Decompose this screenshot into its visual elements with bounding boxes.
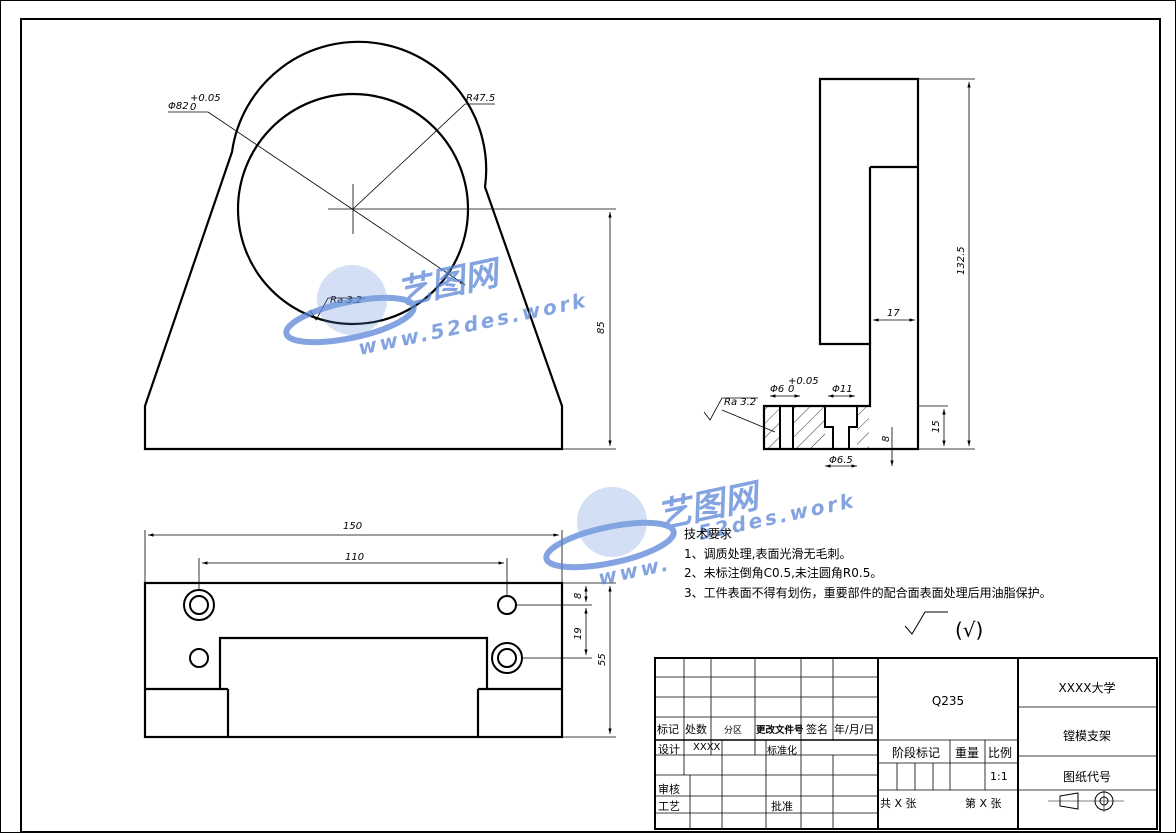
side-wall-label: 17 <box>887 308 900 319</box>
top-width-label: 150 <box>343 521 362 532</box>
watermark-2-logo-swoosh <box>543 519 677 571</box>
tb-scale-value: 1:1 <box>990 770 1008 783</box>
sheet-inner-border <box>20 18 1161 833</box>
side-hole-tol-upper: +0.05 <box>788 376 819 387</box>
front-dia-tol-upper: +0.05 <box>190 93 221 104</box>
front-view <box>143 40 616 451</box>
tech-item-1: 1、调质处理,表面光滑无毛刺。 <box>684 546 852 561</box>
tb-change-doc: 更改文件号 <box>756 725 804 736</box>
side-base-height-label: 15 <box>931 420 942 433</box>
tb-weight: 重量 <box>955 746 980 760</box>
tb-material: Q235 <box>931 694 965 708</box>
hole-bottom-right-outer <box>491 642 523 674</box>
tb-drawing-no: 图纸代号 <box>1062 770 1112 784</box>
tb-mark: 标记 <box>657 723 679 736</box>
projection-symbol <box>1059 792 1079 810</box>
tech-roughness-label: (√) <box>955 618 983 642</box>
tb-approve: 批准 <box>771 800 793 813</box>
tech-item-2: 2、未标注倒角C0.5,未注圆角R0.5。 <box>684 566 883 580</box>
side-roughness-label: Ra 3.2 <box>724 397 756 408</box>
watermark-brand: 艺图网 <box>394 252 507 313</box>
tb-standardize: 标准化 <box>767 746 797 757</box>
side-roughness-symbol <box>703 397 758 421</box>
tb-sheet-no: 第 X 张 <box>965 797 1002 810</box>
top-view <box>143 530 616 739</box>
tb-total-sheets: 共 X 张 <box>880 797 917 810</box>
tb-sign: 签名 <box>806 723 828 736</box>
top-view-slot-inner <box>220 687 487 737</box>
tech-title: 技术要求 <box>684 527 733 541</box>
side-cbore-label: Φ11 <box>832 384 853 395</box>
hole-bottom-right-inner <box>497 648 517 668</box>
tb-designer: XXXX <box>693 742 721 753</box>
front-height-label: 85 <box>596 321 607 334</box>
side-height-label: 132.5 <box>956 246 967 275</box>
tb-date: 年/月/日 <box>834 723 875 736</box>
side-thread-label: Φ6.5 <box>829 455 853 466</box>
tech-roughness-symbol <box>904 611 948 635</box>
radius-leader <box>352 103 466 210</box>
side-view-outline <box>762 77 920 451</box>
side-roughness-leader <box>721 409 776 433</box>
tb-zone: 分区 <box>724 726 743 736</box>
front-radius-label: R47.5 <box>466 93 495 104</box>
hole-top-left-inner <box>189 595 209 615</box>
watermark-1: 艺图网 www.52des.work <box>283 252 590 360</box>
side-hole-tol-lower: 0 <box>788 384 794 395</box>
section-hatch-right <box>857 407 869 448</box>
side-view <box>703 77 975 468</box>
top-spacing-label: 110 <box>345 552 364 563</box>
hole-bottom-left <box>189 648 209 668</box>
tech-item-3: 3、工件表面不得有划伤，重要部件的配合面表面处理后用油脂保护。 <box>684 585 1052 600</box>
front-dia-label: Φ82 <box>168 101 189 112</box>
side-hole-dia-label: Φ6 <box>770 384 784 395</box>
hole-top-right <box>497 595 517 615</box>
tb-design: 设计 <box>658 743 680 756</box>
tb-review: 审核 <box>658 783 680 796</box>
top-depth-label: 55 <box>597 653 608 666</box>
watermark-logo-swoosh <box>283 294 417 346</box>
front-view-outline <box>143 40 564 451</box>
top-dim-19-label: 19 <box>573 627 584 640</box>
technical-requirements: 技术要求 1、调质处理,表面光滑无毛刺。 2、未标注倒角C0.5,未注圆角R0.… <box>684 525 1052 603</box>
title-block-grid <box>654 657 1158 830</box>
tb-part-name: 镗模支架 <box>1062 729 1112 743</box>
watermark-2-logo-globe <box>577 487 647 557</box>
front-dia-tol-lower: 0 <box>190 102 196 113</box>
top-view-outline <box>143 581 564 739</box>
watermark-logo-globe <box>317 265 387 335</box>
top-dim-8-label: 8 <box>573 593 584 599</box>
tb-count: 处数 <box>685 723 707 736</box>
tb-process: 工艺 <box>658 800 680 813</box>
top-view-slot <box>145 636 562 691</box>
tb-scale: 比例 <box>988 746 1013 760</box>
section-hatch-mid <box>793 407 825 448</box>
tb-stage-mark: 阶段标记 <box>892 746 941 760</box>
hole-top-left-outer <box>183 589 215 621</box>
dia-leader-line <box>207 111 466 286</box>
counterbore-profile <box>824 406 858 449</box>
tb-school: XXXX大学 <box>1058 681 1116 695</box>
side-cbore-depth-label: 8 <box>881 436 892 442</box>
section-hatch-left <box>765 407 780 448</box>
